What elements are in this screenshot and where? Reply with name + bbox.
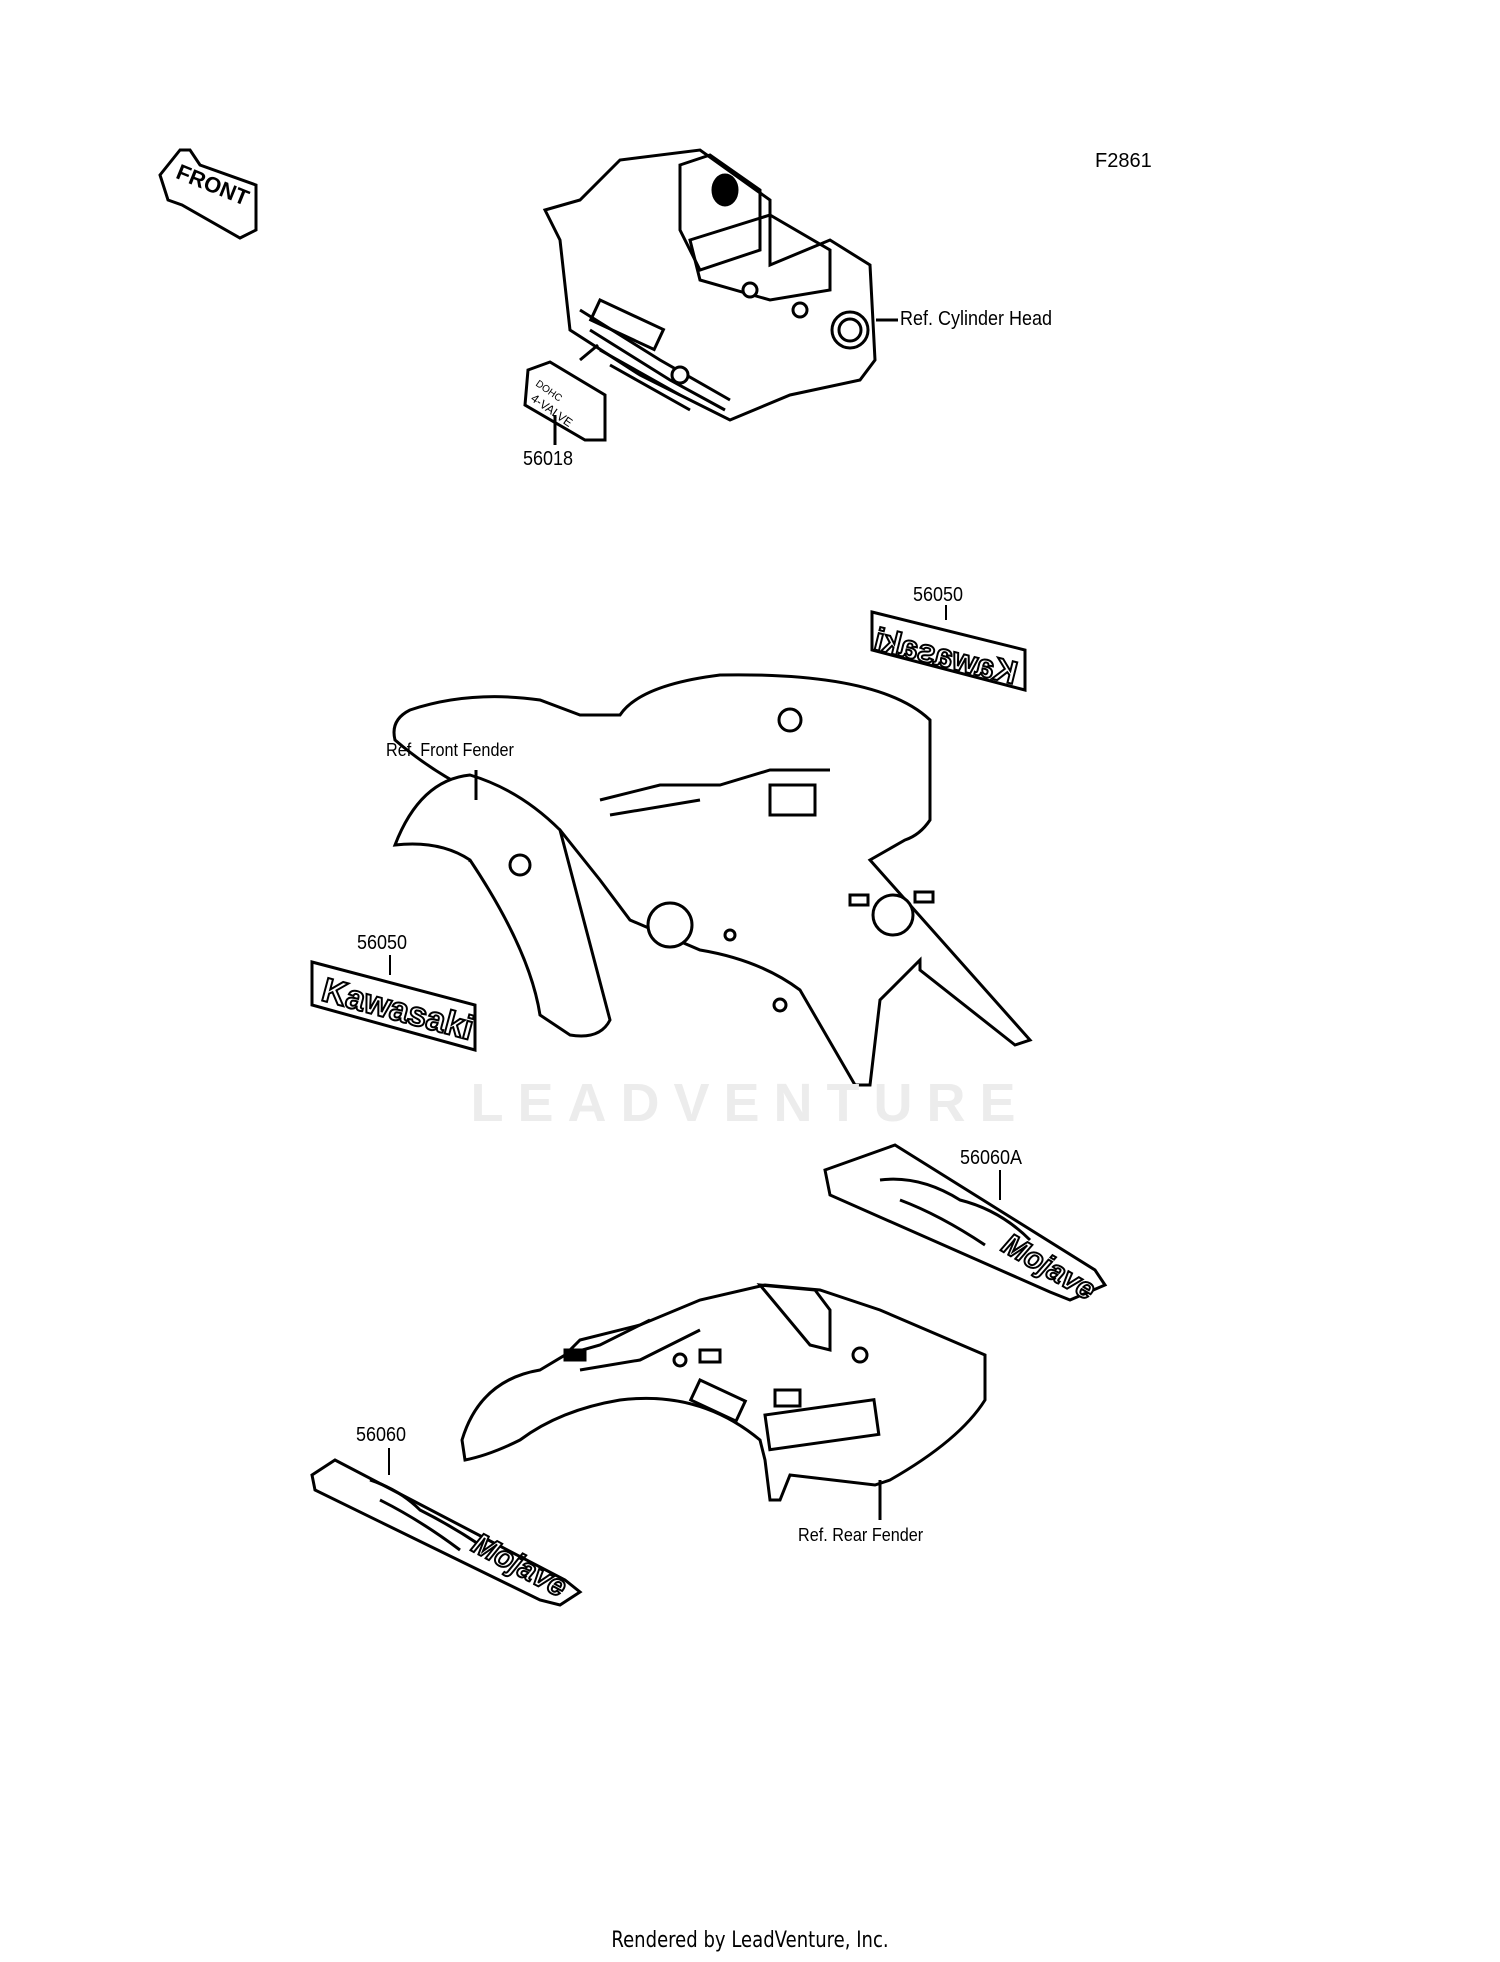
footer-credit: Rendered by LeadVenture, Inc.: [611, 1928, 889, 1953]
cylinder-head-drawing: DOHC 4-VALVE: [523, 148, 898, 445]
callout-front-fender: Ref. Front Fender: [386, 740, 514, 760]
svg-text:Kawasaki: Kawasaki: [318, 971, 478, 1048]
mojave-sticker-left: Mojave: [310, 1448, 583, 1607]
front-arrow-icon: FRONT: [158, 148, 258, 240]
callout-cylinder-head: Ref. Cylinder Head: [900, 308, 1053, 330]
callout-56018[interactable]: 56018: [523, 448, 574, 470]
figure-id: F2861: [1095, 150, 1152, 172]
callout-56060A[interactable]: 56060A: [960, 1147, 1023, 1169]
kawasaki-sticker-top: Kawasaki: [870, 605, 1027, 692]
callout-56050-left[interactable]: 56050: [357, 932, 408, 954]
callout-rear-fender: Ref. Rear Fender: [798, 1525, 924, 1545]
callout-56050-top[interactable]: 56050: [913, 584, 964, 606]
watermark: LEADVENTURE: [470, 1073, 1030, 1133]
rear-fender-drawing: [460, 1283, 987, 1520]
callout-56060[interactable]: 56060: [356, 1424, 407, 1446]
kawasaki-sticker-left: Kawasaki: [310, 955, 478, 1052]
front-fender-drawing: [392, 673, 1033, 1087]
